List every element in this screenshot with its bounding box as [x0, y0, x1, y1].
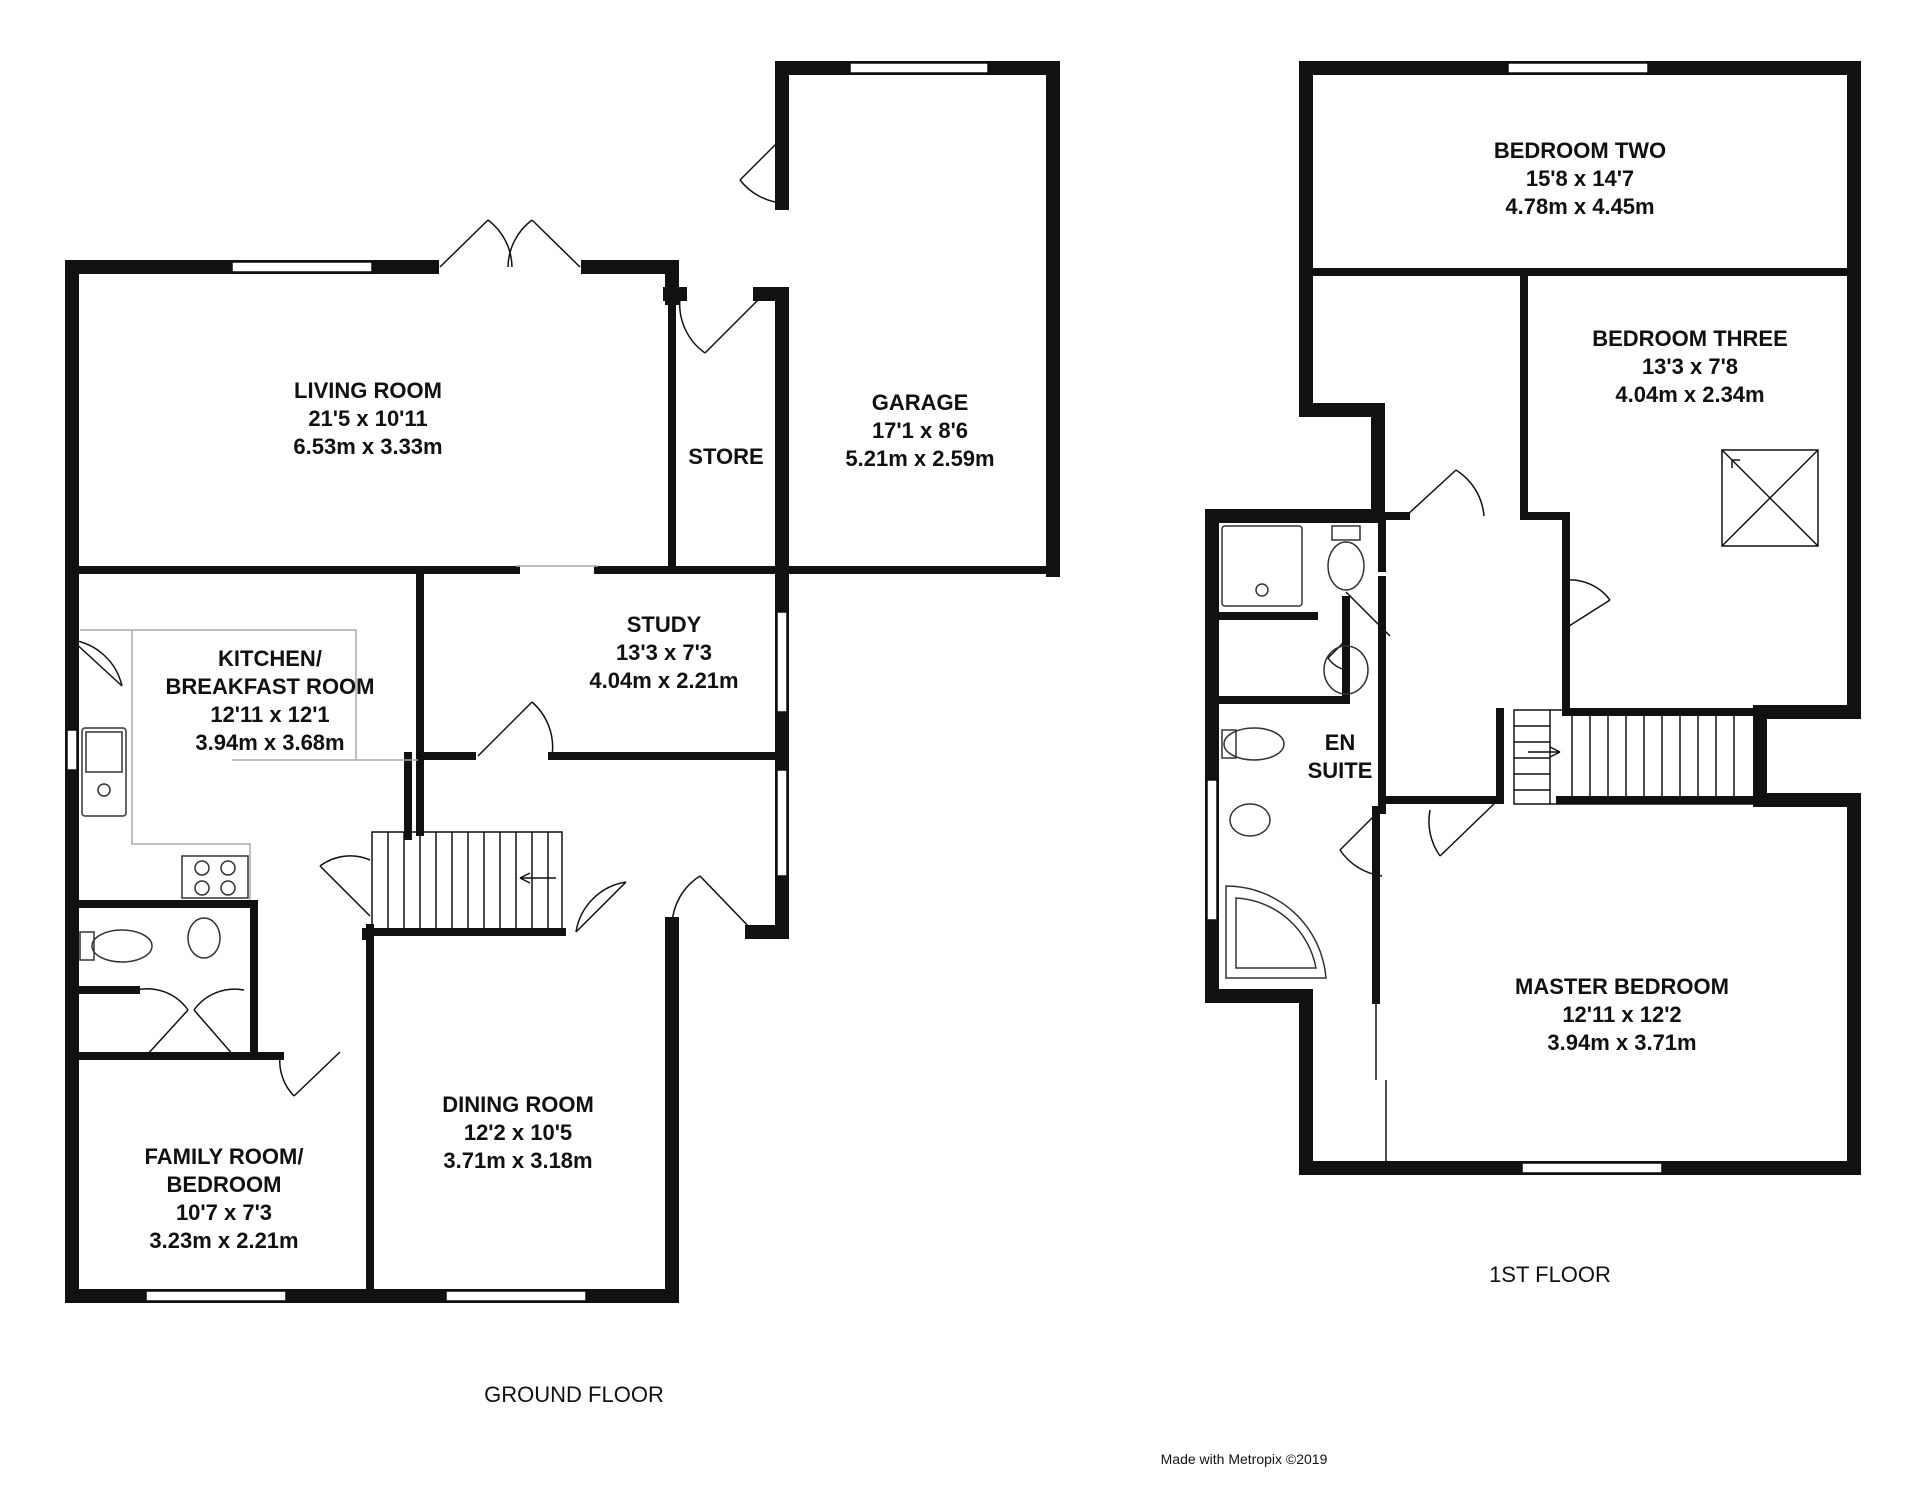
room-metric: 5.21m x 2.59m — [845, 446, 994, 471]
room-study: STUDY 13'3 x 7'3 4.04m x 2.21m — [589, 612, 738, 693]
room-name: DINING ROOM — [442, 1092, 594, 1117]
room-living-room: LIVING ROOM 21'5 x 10'11 6.53m x 3.33m — [293, 378, 442, 459]
ground-floor-plan: LIVING ROOM 21'5 x 10'11 6.53m x 3.33m S… — [65, 61, 1060, 1407]
room-name: FAMILY ROOM/ — [145, 1144, 304, 1169]
room-imperial: 10'7 x 7'3 — [176, 1200, 272, 1225]
room-metric: 4.04m x 2.34m — [1615, 382, 1764, 407]
room-name: EN — [1325, 730, 1356, 755]
first-floor-label: 1ST FLOOR — [1489, 1262, 1611, 1287]
room-name: KITCHEN/ — [218, 646, 322, 671]
room-bedroom-two: BEDROOM TWO 15'8 x 14'7 4.78m x 4.45m — [1494, 138, 1666, 219]
first-floor-plan: BEDROOM TWO 15'8 x 14'7 4.78m x 4.45m BE… — [1205, 61, 1861, 1287]
room-metric: 4.04m x 2.21m — [589, 668, 738, 693]
room-imperial: 17'1 x 8'6 — [872, 418, 968, 443]
room-name: LIVING ROOM — [294, 378, 442, 403]
room-dining-room: DINING ROOM 12'2 x 10'5 3.71m x 3.18m — [442, 1092, 594, 1173]
room-name: STORE — [688, 444, 763, 469]
room-name: STUDY — [627, 612, 702, 637]
room-metric: 3.94m x 3.71m — [1547, 1030, 1696, 1055]
room-imperial: 12'2 x 10'5 — [464, 1120, 572, 1145]
room-master-bedroom: MASTER BEDROOM 12'11 x 12'2 3.94m x 3.71… — [1515, 974, 1729, 1055]
room-imperial: 13'3 x 7'8 — [1642, 354, 1738, 379]
room-family-room: FAMILY ROOM/ BEDROOM 10'7 x 7'3 3.23m x … — [145, 1144, 304, 1253]
room-garage: GARAGE 17'1 x 8'6 5.21m x 2.59m — [845, 390, 994, 471]
credit-text: Made with Metropix ©2019 — [1161, 1451, 1328, 1467]
room-imperial: 21'5 x 10'11 — [308, 406, 427, 431]
room-metric: 3.23m x 2.21m — [149, 1228, 298, 1253]
room-imperial: 13'3 x 7'3 — [616, 640, 712, 665]
room-imperial: 12'11 x 12'2 — [1562, 1002, 1681, 1027]
room-kitchen: KITCHEN/ BREAKFAST ROOM 12'11 x 12'1 3.9… — [166, 646, 375, 755]
room-bedroom-three: BEDROOM THREE 13'3 x 7'8 4.04m x 2.34m — [1592, 326, 1788, 407]
room-name-line2: BEDROOM — [167, 1172, 282, 1197]
room-name: BEDROOM TWO — [1494, 138, 1666, 163]
room-imperial: 15'8 x 14'7 — [1526, 166, 1634, 191]
room-name: GARAGE — [872, 390, 969, 415]
room-name: MASTER BEDROOM — [1515, 974, 1729, 999]
room-en-suite: EN SUITE — [1308, 730, 1373, 783]
room-name-line2: BREAKFAST ROOM — [166, 674, 375, 699]
ground-floor-label: GROUND FLOOR — [484, 1382, 664, 1407]
room-store: STORE — [688, 444, 763, 469]
room-metric: 3.71m x 3.18m — [443, 1148, 592, 1173]
room-metric: 6.53m x 3.33m — [293, 434, 442, 459]
room-imperial: 12'11 x 12'1 — [210, 702, 329, 727]
room-metric: 4.78m x 4.45m — [1505, 194, 1654, 219]
room-metric: 3.94m x 3.68m — [195, 730, 344, 755]
room-name-line2: SUITE — [1308, 758, 1373, 783]
room-name: BEDROOM THREE — [1592, 326, 1788, 351]
